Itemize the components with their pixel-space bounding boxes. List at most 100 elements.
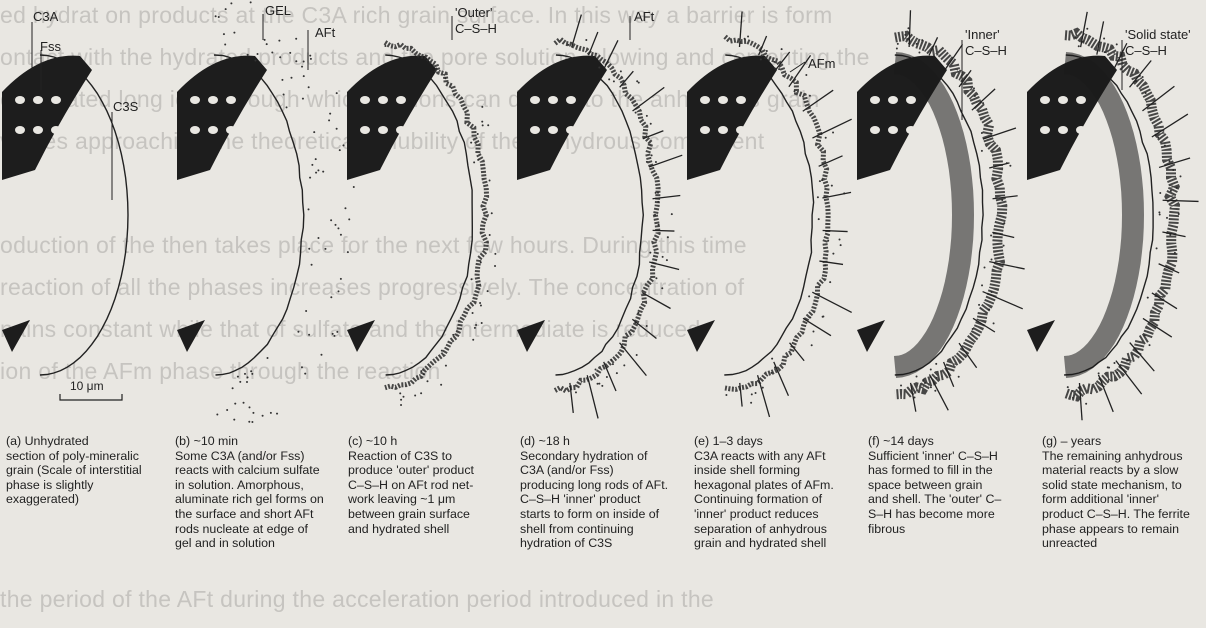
aft-nucleus-dot	[473, 161, 475, 163]
aft-nucleus-dot	[651, 154, 653, 156]
aft-nucleus-dot	[400, 399, 402, 401]
aft-nucleus-dot	[237, 376, 239, 378]
aft-nucleus-dot	[244, 373, 246, 375]
aft-nucleus-dot	[613, 80, 615, 82]
aft-nucleus-dot	[1085, 403, 1087, 405]
stage-g-drawing	[1027, 12, 1199, 420]
aft-nucleus-dot	[308, 208, 310, 210]
label-inner-1: 'Inner'	[965, 28, 1000, 41]
aft-nucleus-dot	[218, 16, 220, 18]
aft-nucleus-dot	[472, 339, 474, 341]
aft-rod	[790, 343, 805, 361]
aft-nucleus-dot	[822, 315, 824, 317]
aft-nucleus-dot	[342, 144, 344, 146]
aft-nucleus-dot	[246, 381, 248, 383]
aft-nucleus-dot	[247, 54, 249, 56]
aft-nucleus-dot	[832, 132, 834, 134]
aft-nucleus-dot	[930, 368, 932, 370]
aft-nucleus-dot	[646, 325, 648, 327]
aft-nucleus-dot	[248, 406, 250, 408]
aft-nucleus-dot	[811, 344, 813, 346]
caption-heading: (f) ~14 days	[868, 434, 1003, 449]
aft-nucleus-dot	[276, 413, 278, 415]
aft-nucleus-dot	[896, 48, 898, 50]
aft-nucleus-dot	[474, 327, 476, 329]
aft-nucleus-dot	[308, 334, 310, 336]
aft-nucleus-dot	[230, 2, 232, 4]
aft-nucleus-dot	[257, 53, 259, 55]
aft-nucleus-dot	[347, 251, 349, 253]
aft-rod	[776, 52, 790, 69]
aft-nucleus-dot	[598, 383, 600, 385]
aft-nucleus-dot	[322, 171, 324, 173]
aft-rod	[604, 362, 616, 391]
aft-nucleus-dot	[595, 369, 597, 371]
label-outer-2: C–S–H	[455, 22, 497, 35]
caption-body: Reaction of C3S to produce 'outer' produ…	[348, 449, 474, 536]
inclusion	[33, 126, 43, 134]
aft-nucleus-dot	[601, 385, 603, 387]
aft-nucleus-dot	[1078, 45, 1080, 47]
aft-nucleus-dot	[620, 70, 622, 72]
ferrite-phase	[1027, 320, 1055, 352]
aft-nucleus-dot	[336, 128, 338, 130]
caption-heading: (a) Unhydrated	[6, 434, 156, 449]
label-gel: GEL	[265, 4, 291, 17]
aft-nucleus-dot	[650, 123, 652, 125]
stage-f-drawing	[857, 10, 1025, 411]
aft-nucleus-dot	[1166, 217, 1168, 219]
aft-nucleus-dot	[655, 277, 657, 279]
ferrite-phase	[177, 320, 205, 352]
aft-nucleus-dot	[832, 253, 834, 255]
caption-body: Sufficient 'inner' C–S–H has formed to f…	[868, 449, 1001, 536]
inclusion	[548, 126, 558, 134]
aft-nucleus-dot	[315, 172, 317, 174]
aft-nucleus-dot	[304, 373, 306, 375]
aft-nucleus-dot	[750, 402, 752, 404]
caption-heading: (g) – years	[1042, 434, 1200, 449]
aft-nucleus-dot	[333, 335, 335, 337]
inclusion	[208, 126, 218, 134]
aft-nucleus-dot	[623, 364, 625, 366]
aft-nucleus-dot	[226, 409, 228, 411]
aft-rod	[633, 87, 665, 111]
caption-b: (b) ~10 minSome C3A (and/or Fss) reacts …	[175, 434, 325, 551]
aft-nucleus-dot	[278, 40, 280, 42]
aft-nucleus-dot	[320, 354, 322, 356]
aft-nucleus-dot	[1107, 366, 1109, 368]
aft-nucleus-dot	[958, 376, 960, 378]
aft-nucleus-dot	[817, 196, 819, 198]
aft-nucleus-dot	[266, 43, 268, 45]
aft-nucleus-dot	[445, 365, 447, 367]
inclusion	[190, 96, 200, 104]
aft-nucleus-dot	[353, 186, 355, 188]
aft-nucleus-dot	[289, 52, 291, 54]
inclusion	[396, 126, 406, 134]
caption-heading: (c) ~10 h	[348, 434, 478, 449]
aft-nucleus-dot	[935, 363, 937, 365]
aft-nucleus-dot	[344, 207, 346, 209]
aft-nucleus-dot	[481, 106, 483, 108]
aft-nucleus-dot	[267, 357, 269, 359]
aft-nucleus-dot	[308, 248, 310, 250]
aft-nucleus-dot	[481, 121, 483, 123]
aft-nucleus-dot	[440, 384, 442, 386]
aft-nucleus-dot	[472, 312, 474, 314]
aft-nucleus-dot	[755, 392, 757, 394]
aft-nucleus-dot	[646, 115, 648, 117]
aft-nucleus-dot	[812, 331, 814, 333]
aft-nucleus-dot	[309, 55, 311, 57]
aft-nucleus-dot	[311, 164, 313, 166]
aft-nucleus-dot	[671, 213, 673, 215]
inclusion	[1076, 126, 1086, 134]
aft-nucleus-dot	[655, 161, 657, 163]
aft-nucleus-dot	[606, 376, 608, 378]
inclusion	[360, 96, 370, 104]
aft-nucleus-dot	[348, 218, 350, 220]
aft-rod	[649, 155, 682, 167]
aft-nucleus-dot	[215, 15, 217, 17]
aft-nucleus-dot	[315, 158, 317, 160]
aft-nucleus-dot	[283, 94, 285, 96]
aft-nucleus-dot	[585, 39, 587, 41]
aft-nucleus-dot	[1103, 38, 1105, 40]
